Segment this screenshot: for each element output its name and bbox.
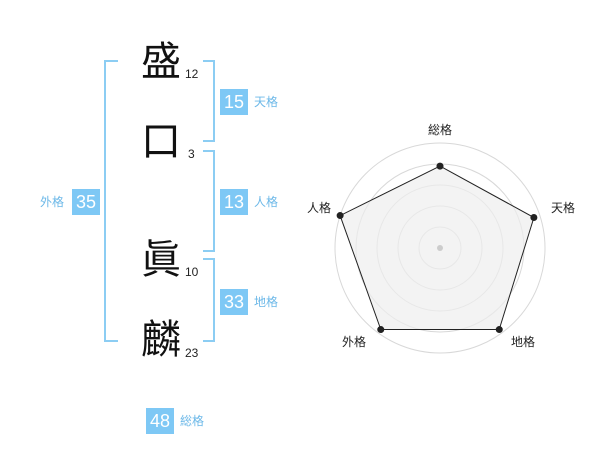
chikaku-value: 33 — [220, 289, 248, 315]
radar-point — [530, 214, 538, 222]
tenkaku-bracket — [203, 60, 215, 142]
radar-label-chikaku: 地格 — [511, 334, 535, 349]
gaikaku-bracket — [104, 60, 118, 342]
jinkaku-bracket — [203, 150, 215, 252]
jinkaku-label: 人格 — [254, 195, 279, 209]
gaikaku-label: 外格 — [40, 195, 65, 209]
radar-grid-ring — [334, 142, 546, 354]
tenkaku-label: 天格 — [254, 95, 279, 109]
radar-label-gaikaku: 外格 — [342, 334, 366, 349]
soukaku-label: 総格 — [180, 414, 205, 428]
radar-point — [377, 326, 385, 334]
name-char-4: 麟 — [141, 317, 181, 363]
jinkaku-value: 13 — [220, 189, 248, 215]
chikaku-bracket — [203, 258, 215, 342]
radar-points — [336, 162, 538, 334]
stroke-count-4: 23 — [185, 346, 199, 360]
radar-label-jinkaku: 人格 — [307, 200, 331, 215]
stroke-count-3: 10 — [185, 265, 199, 279]
chikaku-label: 地格 — [254, 295, 279, 309]
stroke-count-1: 12 — [185, 67, 199, 81]
name-char-3: 眞 — [141, 237, 181, 283]
name-char-1: 盛 — [141, 39, 181, 85]
name-char-2: 口 — [141, 119, 181, 165]
soukaku-value: 48 — [146, 408, 174, 434]
radar-center-dot — [437, 245, 443, 251]
radar-point — [495, 326, 503, 334]
radar-point — [336, 212, 344, 220]
radar-point — [436, 162, 444, 170]
radar-label-tenkaku: 天格 — [551, 200, 575, 215]
radar-polygon — [339, 165, 535, 330]
stroke-count-2: 3 — [188, 147, 195, 161]
gaikaku-value: 35 — [72, 189, 100, 215]
radar-label-soukaku: 総格 — [428, 122, 452, 137]
tenkaku-value: 15 — [220, 89, 248, 115]
